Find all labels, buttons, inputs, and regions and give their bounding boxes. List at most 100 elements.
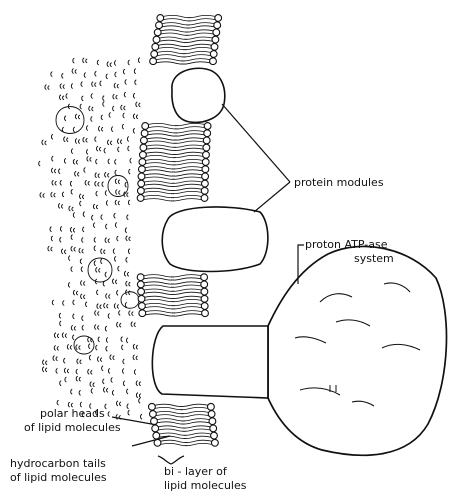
loose-lipid xyxy=(72,207,74,211)
loose-lipid xyxy=(103,102,105,107)
loose-lipid xyxy=(66,94,68,99)
loose-lipid xyxy=(136,393,138,398)
loose-lipid xyxy=(73,58,75,63)
polar-head-outer xyxy=(154,29,161,36)
hydrocarbon-tail xyxy=(144,275,174,277)
loose-lipid xyxy=(116,414,118,419)
loose-lipid xyxy=(92,82,94,87)
polar-head-inner xyxy=(201,281,208,288)
loose-lipid xyxy=(127,389,129,394)
hydrocarbon-tail xyxy=(172,311,202,313)
loose-lipid xyxy=(109,113,111,118)
loose-lipid xyxy=(80,194,82,199)
polar-head-inner xyxy=(203,144,210,151)
polar-head-outer xyxy=(138,187,145,194)
loose-lipid xyxy=(75,114,77,119)
loose-lipid xyxy=(82,316,84,321)
loose-lipid xyxy=(110,63,112,67)
polar-head-inner xyxy=(209,418,216,425)
loose-lipid xyxy=(101,358,103,362)
loose-lipid xyxy=(111,141,113,145)
loose-lipid xyxy=(113,106,115,111)
loose-lipid xyxy=(65,334,67,338)
loose-lipid xyxy=(104,250,106,254)
polar-head-inner xyxy=(202,180,209,187)
label-hydrocarbon-tails: hydrocarbon tails xyxy=(10,457,106,470)
polar-head-inner xyxy=(212,36,219,43)
hydrocarbon-tail xyxy=(158,429,186,431)
loose-lipid xyxy=(134,323,136,327)
loose-lipid xyxy=(139,394,141,398)
loose-lipid xyxy=(63,96,65,100)
hydrocarbon-tail xyxy=(148,127,178,129)
loose-lipid xyxy=(86,302,88,307)
polar-head-inner xyxy=(201,295,208,302)
loose-lipid xyxy=(95,181,97,186)
loose-lipid xyxy=(116,95,118,99)
hydrocarbon-tail xyxy=(185,443,212,445)
loose-lipid xyxy=(52,156,54,161)
loose-lipid xyxy=(125,182,127,187)
polar-head-outer xyxy=(138,288,145,295)
loose-lipid xyxy=(74,326,76,330)
loose-lipid xyxy=(87,126,89,131)
hydrocarbon-tail xyxy=(146,145,176,147)
loose-lipid xyxy=(60,84,62,89)
loose-lipid xyxy=(60,180,62,185)
loose-lipid xyxy=(57,400,59,405)
hydrocarbon-tail xyxy=(157,419,185,421)
hydrocarbon-tail xyxy=(182,55,210,57)
loose-lipid xyxy=(51,72,53,77)
loose-lipid xyxy=(105,404,107,409)
hydrocarbon-tail xyxy=(182,51,210,53)
loose-lipid xyxy=(130,158,132,163)
hydrocarbon-tail xyxy=(172,303,202,305)
loose-lipid xyxy=(39,161,41,166)
loose-lipid xyxy=(117,305,119,309)
polar-head-inner xyxy=(212,439,219,446)
loose-lipid xyxy=(99,126,101,131)
label-polar-heads: polar heads xyxy=(40,407,105,420)
loose-lipid xyxy=(118,201,120,205)
loose-lipid xyxy=(71,149,73,154)
hydrocarbon-tail xyxy=(181,411,209,413)
hydrocarbon-tail xyxy=(145,159,175,161)
loose-lipid xyxy=(120,323,122,327)
loose-lipid xyxy=(114,83,116,88)
loose-lipid xyxy=(102,182,104,187)
hydrocarbon-tail xyxy=(174,148,204,150)
protein-module-top xyxy=(172,68,225,122)
loose-lipid xyxy=(80,259,82,264)
hydrocarbon-tail xyxy=(180,404,208,406)
loose-lipid xyxy=(89,344,91,349)
hydrocarbon-tail xyxy=(174,134,204,136)
loose-lipid xyxy=(100,81,102,86)
loose-lipid xyxy=(52,180,54,185)
loose-lipid xyxy=(128,200,130,205)
loose-lipid xyxy=(136,115,138,119)
polar-head-outer xyxy=(157,15,164,22)
polar-head-inner xyxy=(211,43,218,50)
hydrocarbon-tail xyxy=(184,436,211,438)
loose-lipid xyxy=(129,169,131,174)
loose-lipid xyxy=(106,201,108,206)
loose-lipid xyxy=(94,223,96,228)
hydrocarbon-tail xyxy=(145,177,175,179)
loose-lipid xyxy=(117,322,119,327)
loose-lipid xyxy=(134,69,136,74)
loose-lipid xyxy=(125,228,127,233)
hydrocarbon-tail xyxy=(158,426,186,428)
loose-lipid xyxy=(101,115,103,120)
hydrocarbon-tail xyxy=(158,47,186,49)
loose-lipid xyxy=(98,337,100,342)
loose-lipid xyxy=(98,182,100,186)
hydrocarbon-tail xyxy=(157,51,185,53)
loose-lipid xyxy=(79,346,81,350)
polar-head-outer xyxy=(151,51,158,58)
loose-lipid xyxy=(57,334,59,338)
loose-lipid xyxy=(68,282,70,287)
loose-lipid xyxy=(119,191,121,195)
loose-lipid xyxy=(73,127,75,132)
loose-lipid-molecules xyxy=(39,58,142,420)
hydrocarbon-tail xyxy=(157,55,185,57)
